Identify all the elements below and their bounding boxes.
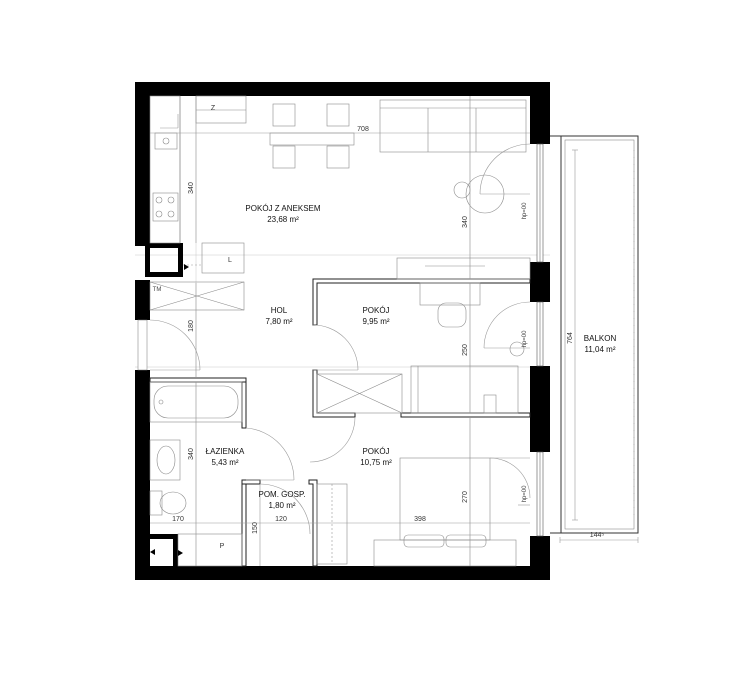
hall-name: HOL: [271, 306, 288, 315]
hall-area: 7,80 m²: [265, 317, 292, 326]
dim-764: 764: [567, 332, 574, 344]
symbol-tm: TM: [153, 287, 162, 293]
dim-340-living-left: 340: [188, 182, 195, 194]
symbol-hp-1: hp=00: [522, 202, 528, 220]
symbol-l: L: [228, 257, 232, 264]
utility-area: 1,80 m²: [268, 501, 295, 510]
utility-name: POM. GOSP.: [259, 490, 306, 499]
dim-144: 144⁵: [590, 532, 605, 539]
doors: [149, 319, 359, 535]
kitchen-unit: [149, 95, 247, 274]
symbol-hp-3: hp=00: [522, 485, 528, 503]
living-furniture: [269, 99, 531, 280]
dimension-lines: [150, 96, 530, 566]
dim-340-bath: 340: [188, 448, 195, 460]
room1-furniture: [316, 282, 531, 414]
dim-250: 250: [462, 344, 469, 356]
dim-398: 398: [414, 516, 426, 523]
room2-area: 10,75 m²: [360, 458, 392, 467]
arrow-markers: [150, 264, 189, 556]
dim-120: 120: [275, 516, 287, 523]
dim-150: 150: [252, 522, 259, 534]
room1-name: POKÓJ: [362, 306, 389, 315]
balcony: [550, 135, 639, 543]
bathroom-name: ŁAZIENKA: [206, 447, 245, 456]
dim-270: 270: [462, 491, 469, 503]
living-room-area: 23,68 m²: [267, 215, 299, 224]
dim-170: 170: [172, 516, 184, 523]
grid-lines: [135, 82, 550, 580]
dim-340-living-right: 340: [462, 216, 469, 228]
hall-wardrobe: [149, 281, 245, 311]
symbol-z: Z: [211, 105, 216, 112]
outer-walls: [135, 82, 550, 580]
living-room-name: POKÓJ Z ANEKSEM: [245, 204, 320, 213]
room2-furniture: [316, 457, 531, 567]
windows: [137, 143, 544, 537]
bathroom-area: 5,43 m²: [211, 458, 238, 467]
room2-name: POKÓJ: [362, 447, 389, 456]
room1-area: 9,95 m²: [362, 317, 389, 326]
balcony-area: 11,04 m²: [585, 345, 616, 354]
symbol-p: P: [220, 543, 225, 550]
dim-180: 180: [188, 320, 195, 332]
balcony-name: BALKON: [584, 334, 617, 343]
symbol-hp-2: hp=00: [522, 330, 528, 348]
dim-708: 708: [357, 126, 369, 133]
